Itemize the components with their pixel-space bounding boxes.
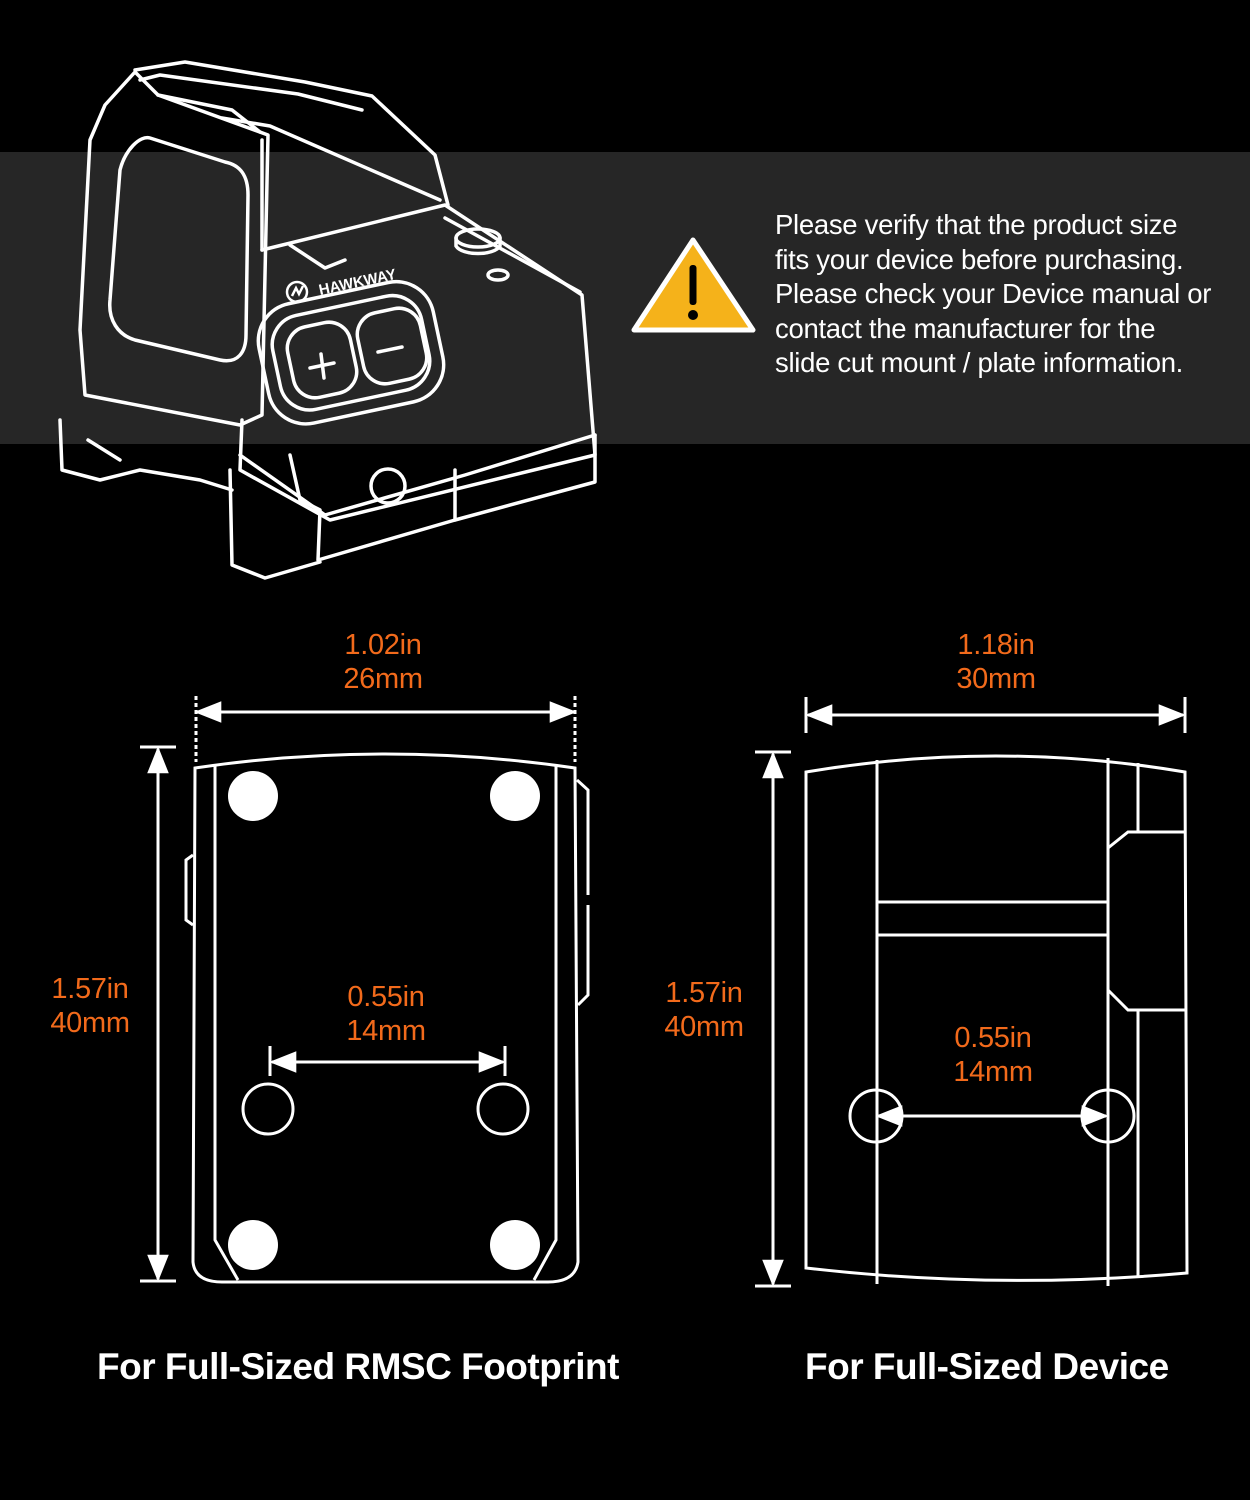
device-height-mm: 40mm bbox=[664, 1011, 744, 1043]
device-height-label: 1.57in 40mm bbox=[654, 976, 754, 1044]
rmsc-height-mm: 40mm bbox=[50, 1007, 130, 1039]
notice-line-4: contact the manufacturer for the bbox=[775, 312, 1156, 344]
rmsc-mounting-holes bbox=[228, 771, 540, 1270]
notice-band bbox=[0, 152, 1250, 444]
brand-name: HAWKWAY bbox=[317, 266, 397, 299]
notice-line-5: slide cut mount / plate information. bbox=[775, 347, 1184, 378]
device-spacing-label: 0.55in 14mm bbox=[943, 1021, 1043, 1089]
rmsc-spacing-mm: 14mm bbox=[346, 1015, 426, 1047]
device-spacing-mm: 14mm bbox=[953, 1056, 1033, 1088]
device-width-in: 1.18in bbox=[957, 629, 1035, 661]
rmsc-width-in: 1.02in bbox=[344, 629, 422, 661]
notice-line-1: Please verify that the product size bbox=[775, 209, 1178, 240]
device-width-mm: 30mm bbox=[956, 663, 1036, 695]
device-height-in: 1.57in bbox=[665, 977, 743, 1009]
device-caption: For Full-Sized Device bbox=[805, 1346, 1169, 1387]
red-dot-sight-illustration bbox=[58, 60, 597, 580]
device-width-label: 1.18in 30mm bbox=[946, 628, 1046, 696]
plus-icon bbox=[308, 352, 336, 380]
rmsc-width-mm: 26mm bbox=[343, 663, 423, 695]
compatibility-notice: Please verify that the product size fits… bbox=[775, 208, 1245, 381]
rmsc-spacing-in: 0.55in bbox=[347, 981, 425, 1013]
rmsc-height-in: 1.57in bbox=[51, 973, 129, 1005]
rmsc-spacing-label: 0.55in 14mm bbox=[336, 980, 436, 1048]
rmsc-caption: For Full-Sized RMSC Footprint bbox=[97, 1346, 619, 1387]
notice-line-3: Please check your Device manual or bbox=[775, 278, 1212, 309]
rmsc-height-label: 1.57in 40mm bbox=[40, 972, 140, 1040]
rmsc-width-label: 1.02in 26mm bbox=[333, 628, 433, 696]
notice-line-2: fits your device before purchasing. bbox=[775, 243, 1184, 275]
device-diagram bbox=[755, 697, 1189, 1288]
minus-icon bbox=[376, 345, 404, 354]
warning-triangle-icon bbox=[631, 237, 756, 333]
brand-logo-icon bbox=[285, 280, 309, 304]
device-spacing-in: 0.55in bbox=[954, 1022, 1032, 1054]
rmsc-footprint-diagram bbox=[140, 696, 590, 1284]
